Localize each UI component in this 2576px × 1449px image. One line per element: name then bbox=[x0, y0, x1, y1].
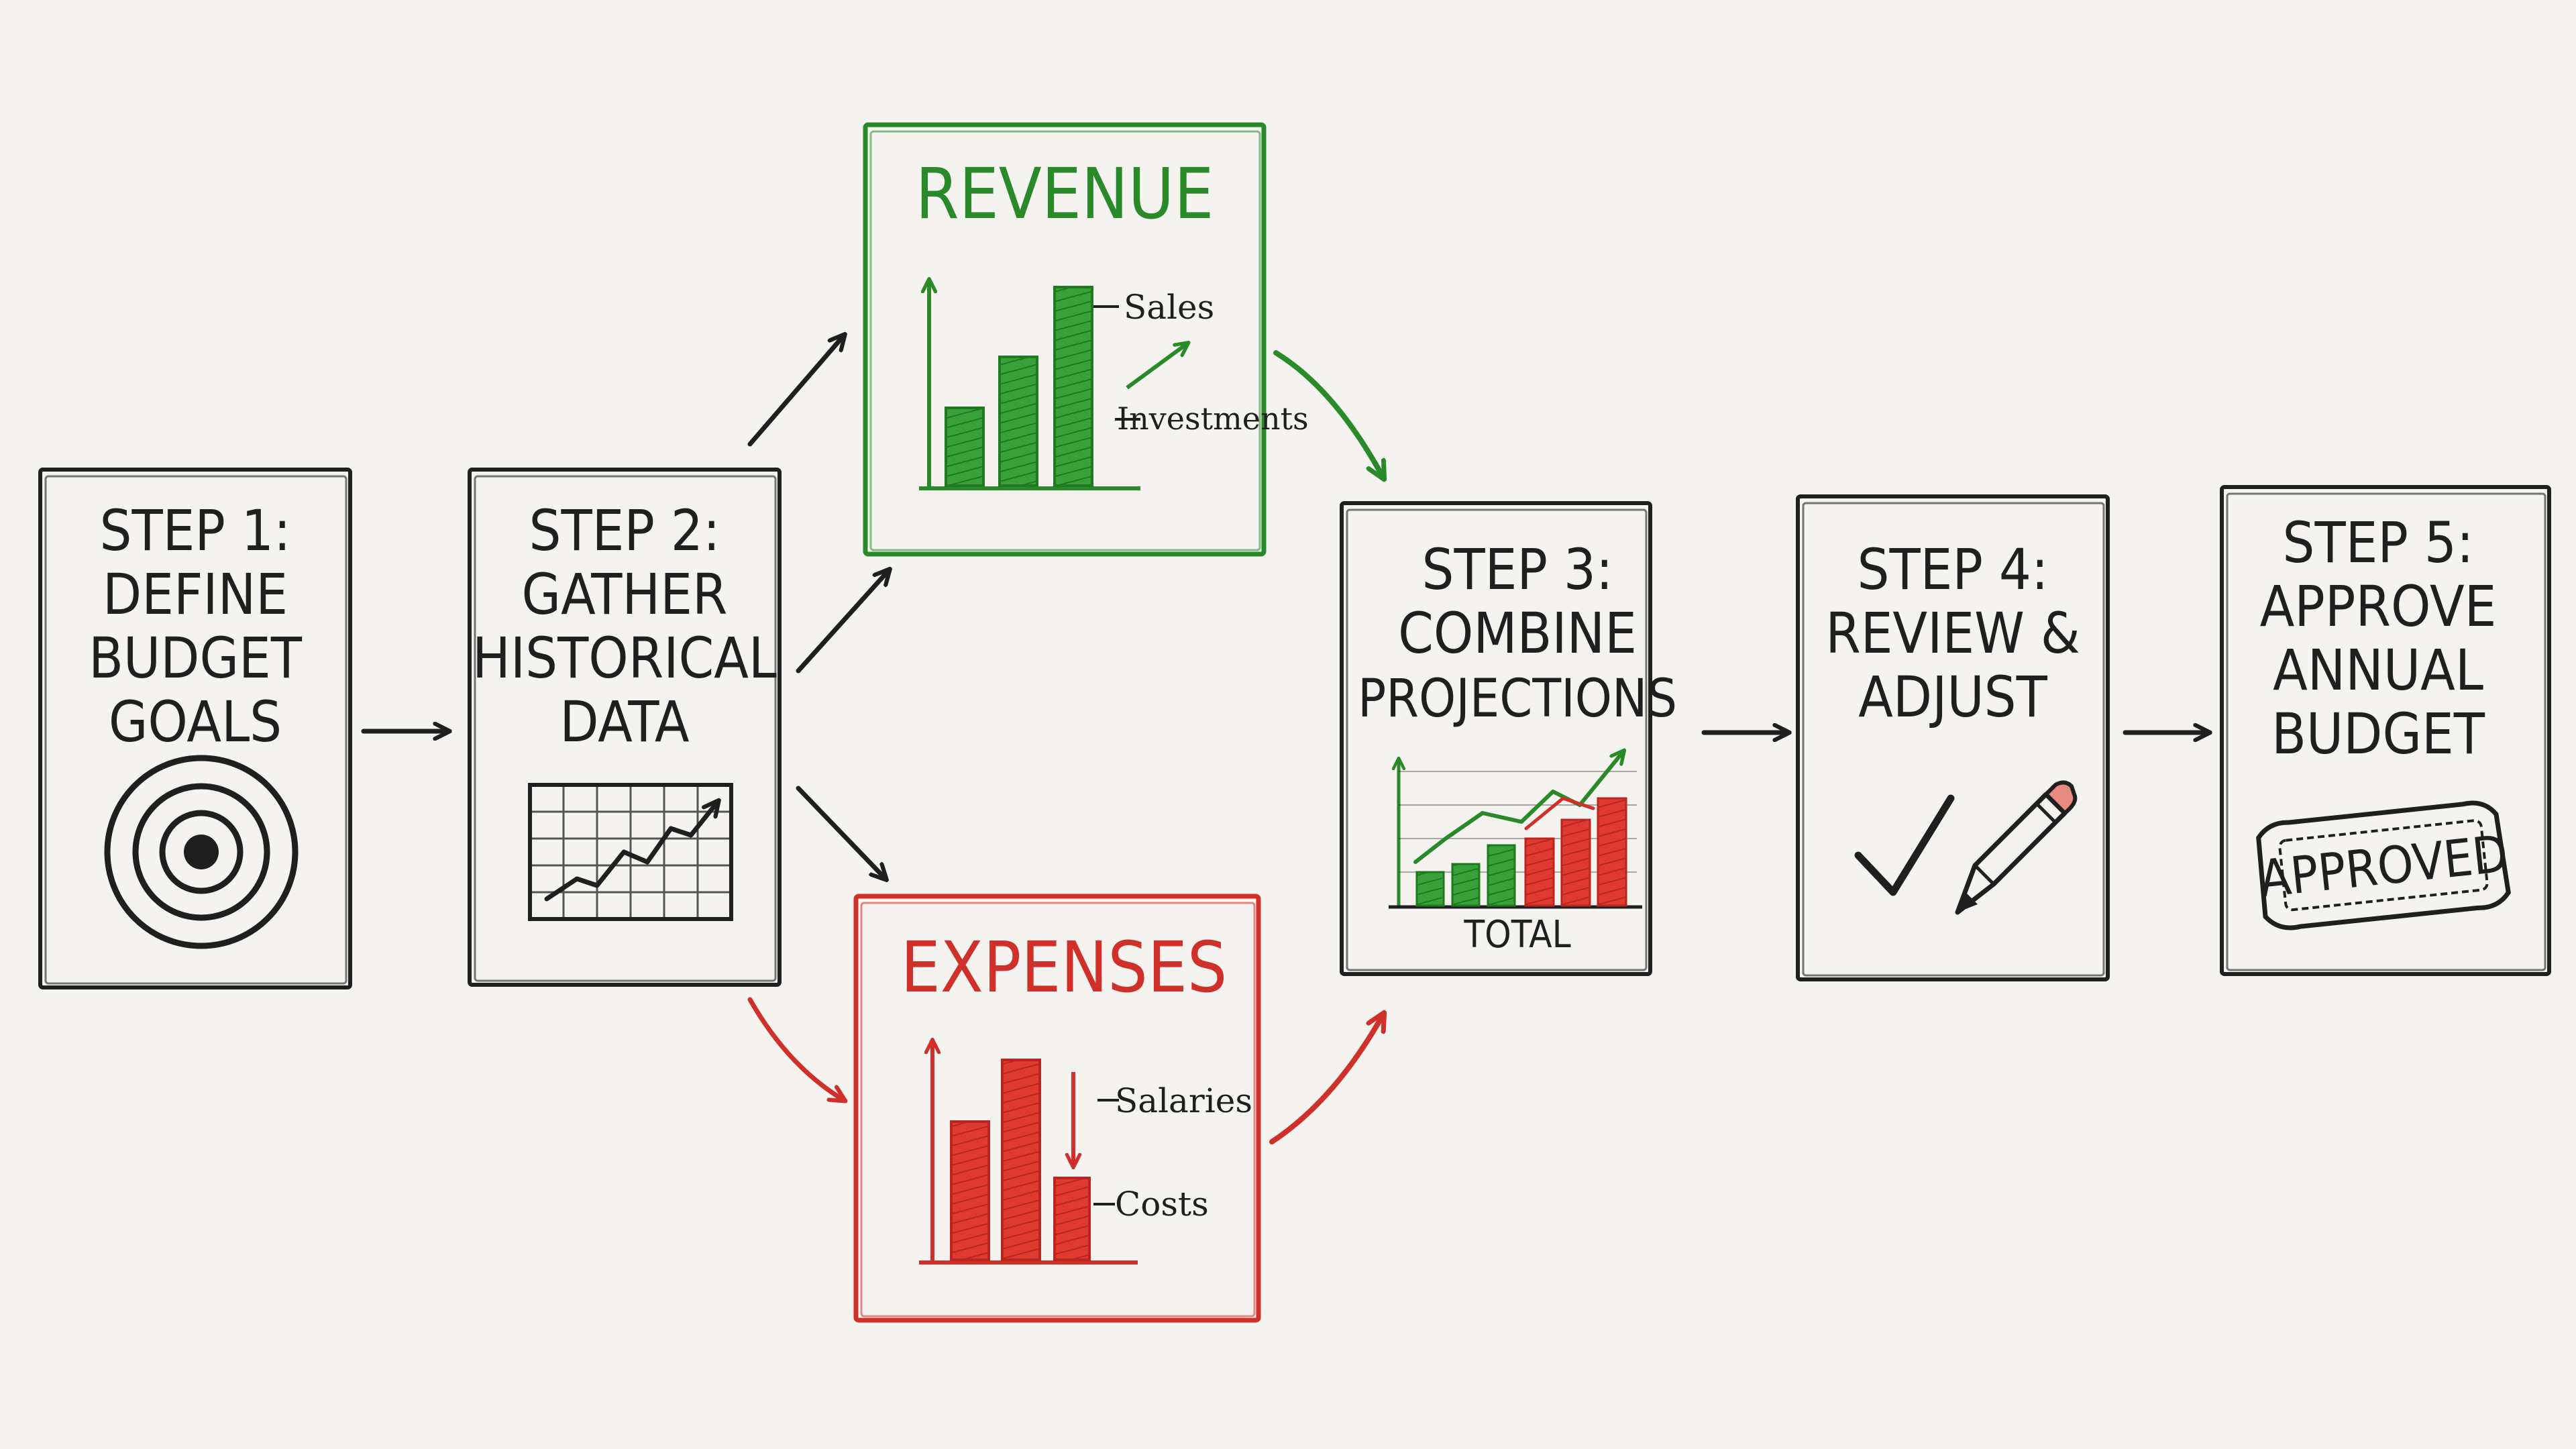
step-3-chart-label: TOTAL bbox=[1463, 913, 1570, 957]
revenue-title: REVENUE bbox=[916, 153, 1214, 235]
step-2-line-4: DATA bbox=[559, 689, 690, 755]
checkmark-icon bbox=[1854, 794, 1955, 896]
revenue-label-investments: Investments bbox=[1117, 400, 1309, 437]
revenue-label-sales: Sales bbox=[1124, 288, 1214, 327]
expenses-label-costs: Costs bbox=[1115, 1185, 1209, 1224]
step-3-line-2: COMBINE bbox=[1398, 600, 1637, 666]
arrow-step2-to-revenue-upper bbox=[747, 335, 844, 447]
revenue-bar-chart-icon bbox=[919, 280, 1187, 490]
line-chart-icon bbox=[528, 783, 733, 921]
step-5-line-1: STEP 5: bbox=[2283, 510, 2474, 576]
step-3-line-3: PROJECTIONS bbox=[1358, 669, 1677, 729]
combined-bar-chart-icon bbox=[1389, 751, 1642, 909]
step-5-box: STEP 5: APPROVE ANNUAL BUDGET APPROVED bbox=[2220, 485, 2551, 976]
step-4-line-2: REVIEW & bbox=[1825, 600, 2080, 666]
step-1-line-4: GOALS bbox=[109, 689, 282, 755]
approved-stamp-icon: APPROVED bbox=[2256, 800, 2511, 930]
step-5-line-4: BUDGET bbox=[2271, 701, 2485, 767]
expenses-title: EXPENSES bbox=[901, 926, 1228, 1008]
step-1-line-3: BUDGET bbox=[89, 625, 303, 691]
approved-stamp-text: APPROVED bbox=[2257, 823, 2511, 908]
expenses-bar-chart-icon bbox=[919, 1041, 1138, 1265]
step-4-box: STEP 4: REVIEW & ADJUST bbox=[1796, 494, 2110, 981]
step-4-line-1: STEP 4: bbox=[1858, 537, 2049, 602]
step-2-line-3: HISTORICAL bbox=[472, 625, 777, 691]
step-3-line-1: STEP 3: bbox=[1422, 537, 1613, 602]
step-1-line-2: DEFINE bbox=[103, 561, 288, 627]
pencil-icon bbox=[1955, 780, 2078, 915]
arrow-expenses-to-step3 bbox=[1269, 1014, 1383, 1144]
arrow-revenue-to-step3 bbox=[1273, 350, 1383, 478]
arrow-step2-to-revenue bbox=[796, 570, 889, 674]
step-1-box: STEP 1: DEFINE BUDGET GOALS bbox=[38, 468, 352, 989]
step-5-line-2: APPROVE bbox=[2260, 574, 2497, 639]
step-1-line-1: STEP 1: bbox=[100, 498, 291, 564]
expenses-label-salaries: Salaries bbox=[1115, 1081, 1252, 1120]
arrow-step2-to-expenses bbox=[796, 786, 885, 879]
step-3-box: STEP 3: COMBINE PROJECTIONS TOTAL bbox=[1340, 501, 1677, 976]
step-2-line-2: GATHER bbox=[522, 561, 728, 627]
step-4-line-3: ADJUST bbox=[1858, 664, 2047, 730]
step-5-line-3: ANNUAL bbox=[2273, 637, 2483, 703]
target-icon bbox=[104, 755, 299, 949]
step-2-box: STEP 2: GATHER HISTORICAL DATA bbox=[468, 468, 782, 987]
expenses-panel: EXPENSES Salaries Costs bbox=[853, 894, 1261, 1323]
step-2-line-1: STEP 2: bbox=[529, 498, 720, 564]
revenue-panel: REVENUE Sales Investments bbox=[863, 122, 1309, 557]
arrow-step2-to-expenses-red bbox=[747, 997, 844, 1100]
